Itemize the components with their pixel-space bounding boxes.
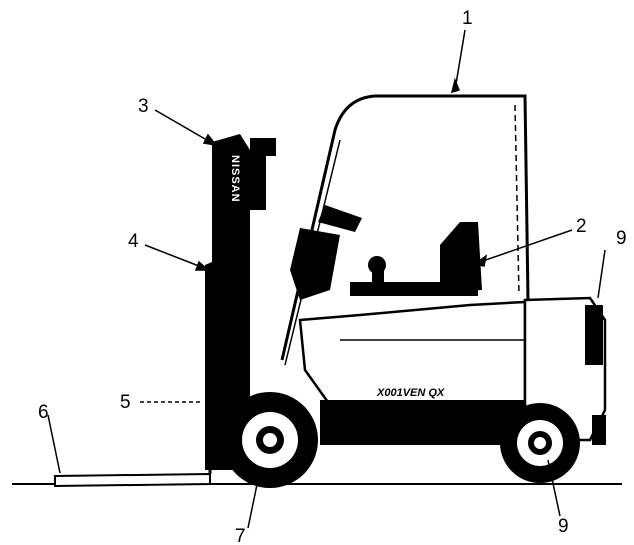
body-model-label: X001VEN QX [376,387,445,399]
callout-5: 5 [120,392,131,413]
callout-9-counterweight: 9 [616,228,627,249]
mast: NISSAN [205,134,276,470]
callout-3: 3 [138,96,149,117]
callout-leaders [47,29,606,529]
mast-brand-label: NISSAN [229,155,241,203]
callout-6: 6 [38,402,49,423]
callout-9-rear-wheel: 9 [558,516,569,537]
forks [54,440,212,488]
callout-1: 1 [462,8,473,29]
callout-4: 4 [128,231,139,252]
operator-seat [350,222,482,296]
callout-7: 7 [235,526,246,545]
steering-wheel [290,205,362,300]
rear-wheel [500,403,580,483]
front-wheel [222,392,318,488]
callout-2: 2 [576,216,587,237]
truck-body: X001VEN QX [298,296,607,445]
